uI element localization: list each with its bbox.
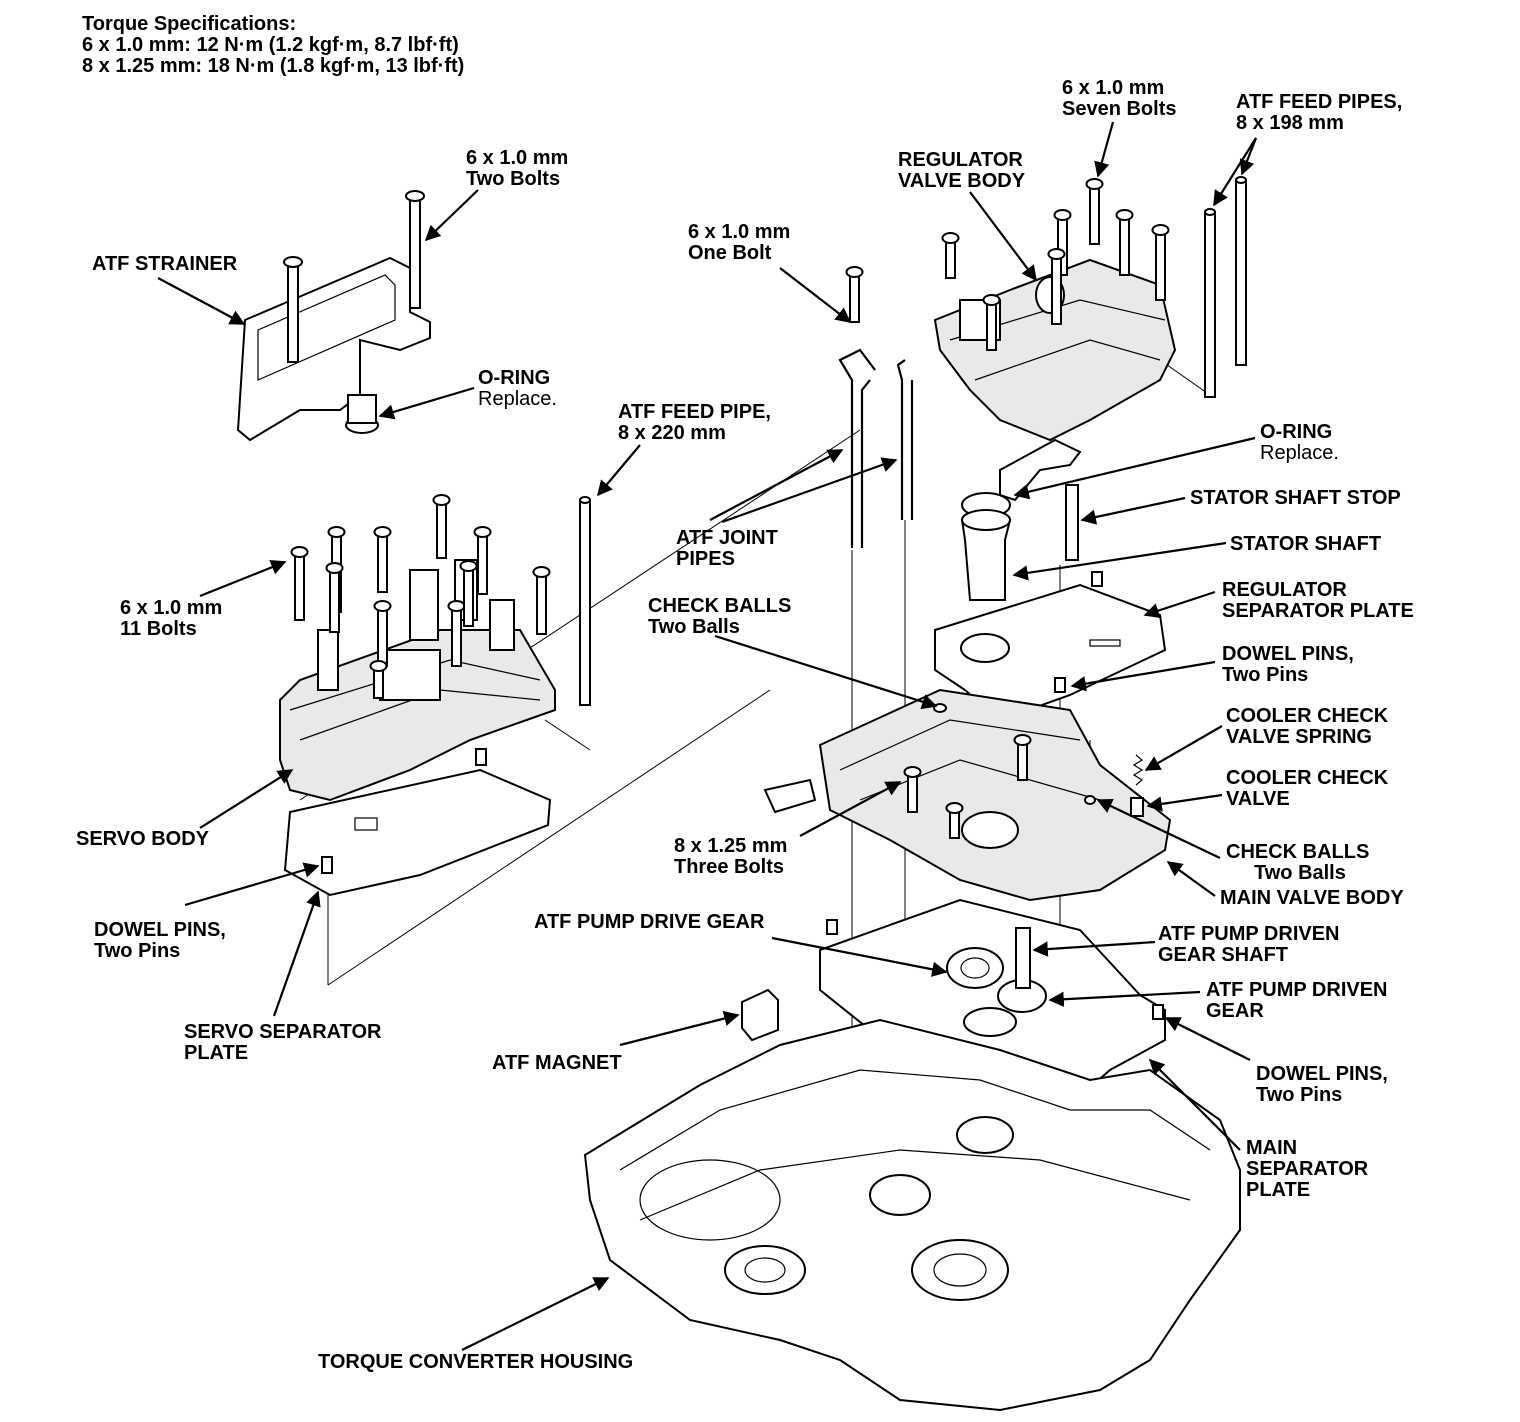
- label-atf-feed-pipes: ATF FEED PIPES, 8 x 198 mm: [1236, 91, 1403, 134]
- label-servo-body: SERVO BODY: [76, 828, 209, 850]
- servo-bolts: [290, 494, 551, 699]
- torque-line-1: 6 x 1.0 mm: 12 N·m (1.2 kgf·m, 8.7 lbf·f…: [82, 34, 459, 56]
- label-torque-converter-housing: TORQUE CONVERTER HOUSING: [318, 1351, 634, 1373]
- regulator-separator-plate: [934, 571, 1167, 722]
- label-regulator-valve-body: REGULATOR VALVE BODY: [898, 149, 1026, 192]
- torque-heading: Torque Specifications:: [82, 13, 297, 35]
- label-strainer-bolts: 6 x 1.0 mm Two Bolts: [466, 147, 569, 190]
- label-check-balls-right: CHECK BALLS Two Balls: [1226, 841, 1370, 884]
- label-servo-separator-plate: SERVO SEPARATOR PLATE: [184, 1021, 382, 1064]
- label-o-ring-left: O-RING Replace.: [478, 367, 557, 410]
- main-valve-body: [763, 688, 1172, 902]
- label-dowel-pins-right-bottom: DOWEL PINS, Two Pins: [1256, 1063, 1388, 1106]
- atf-pump-gears: [946, 927, 1047, 1037]
- label-main-valve-bolts: 8 x 1.25 mm Three Bolts: [674, 835, 788, 878]
- label-dowel-pins-right-top: DOWEL PINS, Two Pins: [1222, 643, 1354, 686]
- atf-strainer: [236, 256, 431, 442]
- label-main-separator-plate: MAIN SEPARATOR PLATE: [1246, 1137, 1369, 1201]
- torque-line-2: 8 x 1.25 mm: 18 N·m (1.8 kgf·m, 13 lbf·f…: [82, 55, 465, 77]
- label-atf-pump-drive-gear: ATF PUMP DRIVE GEAR: [534, 911, 765, 933]
- label-atf-joint-pipes: ATF JOINT PIPES: [676, 527, 778, 570]
- atf-feed-pipes-198: [1204, 176, 1247, 398]
- label-seven-bolts: 6 x 1.0 mm Seven Bolts: [1062, 77, 1177, 120]
- atf-feed-pipe-220: [579, 496, 591, 706]
- label-one-bolt: 6 x 1.0 mm One Bolt: [688, 221, 791, 264]
- label-stator-shaft: STATOR SHAFT: [1230, 533, 1382, 555]
- label-check-balls-top: CHECK BALLS Two Balls: [648, 595, 792, 638]
- label-regulator-separator-plate: REGULATOR SEPARATOR PLATE: [1222, 579, 1414, 622]
- torque-converter-housing: [583, 1018, 1241, 1412]
- cooler-check-valve: [1130, 754, 1144, 817]
- label-main-valve-body: MAIN VALVE BODY: [1220, 887, 1404, 909]
- servo-body: [279, 559, 556, 802]
- stator-shaft: [960, 492, 1012, 601]
- label-servo-bolts: 6 x 1.0 mm 11 Bolts: [120, 597, 223, 640]
- atf-magnet-part: [741, 988, 779, 1042]
- label-stator-shaft-stop: STATOR SHAFT STOP: [1190, 487, 1401, 509]
- label-atf-feed-pipe: ATF FEED PIPE, 8 x 220 mm: [618, 401, 771, 444]
- label-atf-pump-driven-gear-shaft: ATF PUMP DRIVEN GEAR SHAFT: [1158, 923, 1340, 966]
- leader-lines: [157, 121, 1258, 1351]
- stator-shaft-stop: [999, 438, 1082, 561]
- label-atf-pump-driven-gear: ATF PUMP DRIVEN GEAR: [1206, 979, 1388, 1022]
- label-cooler-check-valve-spring: COOLER CHECK VALVE SPRING: [1226, 705, 1389, 748]
- label-atf-strainer: ATF STRAINER: [92, 253, 238, 275]
- torque-specifications: Torque Specifications: 6 x 1.0 mm: 12 N·…: [82, 14, 464, 77]
- strainer-bolts: [283, 190, 425, 363]
- main-valve-bolts: [903, 734, 1032, 839]
- label-o-ring-right: O-RING Replace.: [1260, 421, 1339, 464]
- label-cooler-check-valve: COOLER CHECK VALVE: [1226, 767, 1389, 810]
- label-dowel-pins-left: DOWEL PINS, Two Pins: [94, 919, 226, 962]
- regulator-bolts: [941, 178, 1170, 351]
- atf-joint-pipes: [838, 266, 914, 548]
- label-atf-magnet: ATF MAGNET: [492, 1052, 622, 1074]
